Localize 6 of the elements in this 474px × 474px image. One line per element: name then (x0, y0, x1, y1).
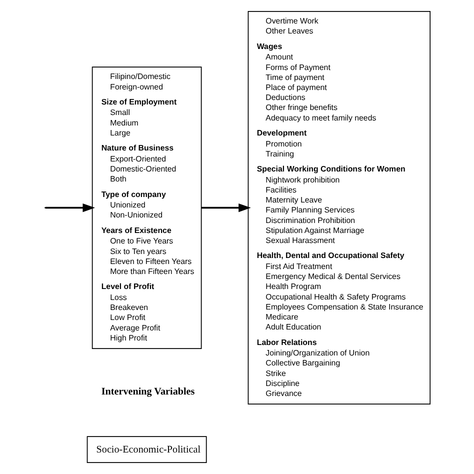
node-box: Filipino/Domestic Foreign-owned Size of Employment Small Medium Large Nature of Business Export-Oriented Domestic-Oriented Both Type of company Unionized Non-Unionized Years of Existence One to Five Years Six to Ten years Eleven to Fifteen Years More than Fifteen Years Level of Profit Loss Breakeven Low Profit Average Profit High Profit (91, 66, 202, 349)
arrow (200, 203, 250, 212)
node-box: Overtime Work Other Leaves Wages Amount Forms of Payment Time of payment Place of payment Deductions Other fringe benefits Adequacy to meet family needs Development Promotion Training Special Working Conditions for Women Nightwork prohibition Facilities Maternity Leave Family Planning Services Discrimination Prohibition Stipulation Against Marriage Sexual Harassment Health, Dental and Occupational Safety First Aid Treatment Emergency Medical & Dental Services Health Program Occupational Health & Safety Programs Employees Compensation & State Insurance Medicare Adult Education Labor Relations Joining/Organization of Union Collective Bargaining Strike Discipline Grievance (247, 11, 430, 405)
arrow (44, 203, 95, 212)
label: Intervening Variables (100, 386, 194, 398)
node-box: Socio-Economic-Political (86, 436, 206, 463)
